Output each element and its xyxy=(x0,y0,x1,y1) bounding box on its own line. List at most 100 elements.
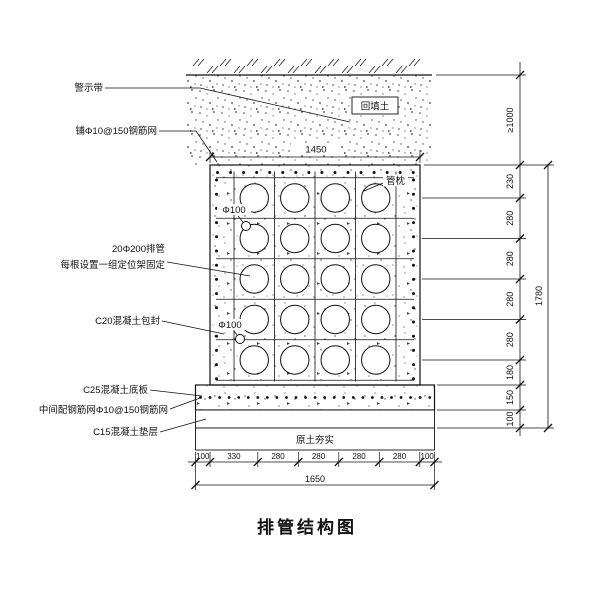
ground-hatch-mark xyxy=(373,65,381,74)
leader-pipes xyxy=(166,261,251,277)
pipe-positioning-lattice xyxy=(216,171,414,382)
dim-right-cover: ≥1000 xyxy=(505,108,515,133)
ground-hatch-mark xyxy=(314,65,322,74)
rebar-dot xyxy=(215,348,218,352)
rebar-dot xyxy=(215,235,218,239)
slab-rebar-dot xyxy=(227,396,231,399)
callout-pipes-line2: 每根设置一组定位架固定 xyxy=(60,259,165,271)
rebar-dot xyxy=(320,171,324,174)
pipe-circle xyxy=(239,345,269,375)
ground-hatch-mark xyxy=(386,58,394,67)
spare-pipe-circle-top xyxy=(241,221,251,231)
rebar-dot xyxy=(412,263,415,267)
leader-top-mesh xyxy=(159,130,218,163)
pipe-circle xyxy=(320,223,350,254)
ground-hatch-mark xyxy=(251,58,259,67)
rebar-dot xyxy=(294,171,298,174)
slab-rebar-dot xyxy=(428,396,432,399)
pipe-circle xyxy=(280,264,310,294)
dim-tick xyxy=(191,480,200,490)
dim-tick xyxy=(374,457,384,467)
dim-tick xyxy=(293,457,303,467)
subgrade-band xyxy=(195,427,435,451)
slab-rebar-dot xyxy=(237,396,241,399)
slab-rebar-dot xyxy=(218,396,222,399)
pipe-circle xyxy=(239,223,269,254)
rebar-dot xyxy=(215,221,218,225)
rebar-dot xyxy=(412,221,415,225)
callout-cushion: C15混凝土垫层 xyxy=(93,426,158,438)
pipe-circle xyxy=(361,345,391,375)
ground-hatch-mark xyxy=(305,58,313,67)
rebar-dot xyxy=(216,171,219,174)
ground-hatch-mark xyxy=(413,58,421,67)
rebar-dot xyxy=(346,171,350,174)
rebar-dot xyxy=(281,171,285,174)
ground-hatch-mark xyxy=(292,65,300,74)
dim-tick xyxy=(515,193,525,203)
pipe-circle xyxy=(280,223,310,254)
slab-rebar-dot xyxy=(371,396,374,399)
dim-bottom-seg-6: 100 xyxy=(421,452,435,461)
ground-hatch-mark xyxy=(327,58,335,67)
dimension-ticks xyxy=(191,70,553,490)
dim-tick xyxy=(515,423,525,433)
ground-hatch-mark xyxy=(341,65,349,74)
dim-tick xyxy=(191,457,200,467)
ground-hatch-mark xyxy=(346,65,354,74)
spare-pipe-circle-bottom xyxy=(235,334,245,344)
pipe-circle xyxy=(361,264,391,294)
ground-hatch-mark xyxy=(300,58,308,67)
rebar-dot xyxy=(242,171,246,174)
pipe-circle xyxy=(361,223,391,254)
leader-base-slab xyxy=(149,389,203,397)
page-title: 排管结构图 xyxy=(257,517,357,537)
rebar-dot xyxy=(333,171,337,174)
ground-hatch-mark xyxy=(400,65,408,74)
slab-rebar-dot xyxy=(323,396,327,399)
rebar-dot xyxy=(215,306,218,310)
slab-rebar-dot xyxy=(409,396,412,399)
slab-rebar-dot xyxy=(361,396,365,399)
pipe-circle xyxy=(280,304,310,335)
dim-tick xyxy=(515,380,525,390)
dim-right-seg-2: 280 xyxy=(505,251,515,266)
slab-rebar-dots xyxy=(199,396,432,399)
callout-pipe-pillow: 管枕 xyxy=(386,175,406,187)
block-rebar-dots xyxy=(215,171,415,381)
slab-rebar-dot xyxy=(418,396,422,399)
slab-rebar-dot xyxy=(208,396,212,399)
spare-pipe-bottom-backing xyxy=(213,319,247,330)
dim-top-backing xyxy=(291,143,341,155)
slab-rebar-dot xyxy=(285,396,288,399)
pipe-circle xyxy=(320,264,350,294)
slab-rebar-dot xyxy=(342,396,346,399)
pipe-circle xyxy=(239,264,269,294)
ground-hatch-mark xyxy=(197,58,205,67)
dim-right-total: 1780 xyxy=(534,286,544,306)
rebar-dot xyxy=(398,171,402,174)
ground-hatch-mark xyxy=(381,58,389,67)
rebar-dot xyxy=(412,292,415,296)
ground-surface-hatch xyxy=(192,58,421,74)
rebar-dot xyxy=(412,320,415,324)
rebar-dot xyxy=(411,171,415,174)
ground-hatch-mark xyxy=(246,58,254,67)
rebar-dot xyxy=(229,171,233,174)
pipe-circle xyxy=(361,304,391,335)
ground-hatch-mark xyxy=(278,58,286,67)
spare-pipe-top-backing xyxy=(217,204,251,215)
ground-hatch-mark xyxy=(319,65,327,74)
dim-tick xyxy=(515,160,525,170)
ground-hatch-mark xyxy=(359,58,367,67)
rebar-dot xyxy=(255,171,259,174)
dim-bottom-seg-5: 280 xyxy=(393,452,407,461)
slab-rebar-dot xyxy=(313,396,317,399)
rebar-dot xyxy=(359,171,363,174)
pipe-circle xyxy=(320,304,350,335)
dim-tick xyxy=(430,457,439,467)
dim-right-seg-7: 100 xyxy=(505,411,515,426)
ground-hatch-mark xyxy=(332,58,340,67)
callout-base-slab: C25混凝土底板 xyxy=(83,384,148,396)
